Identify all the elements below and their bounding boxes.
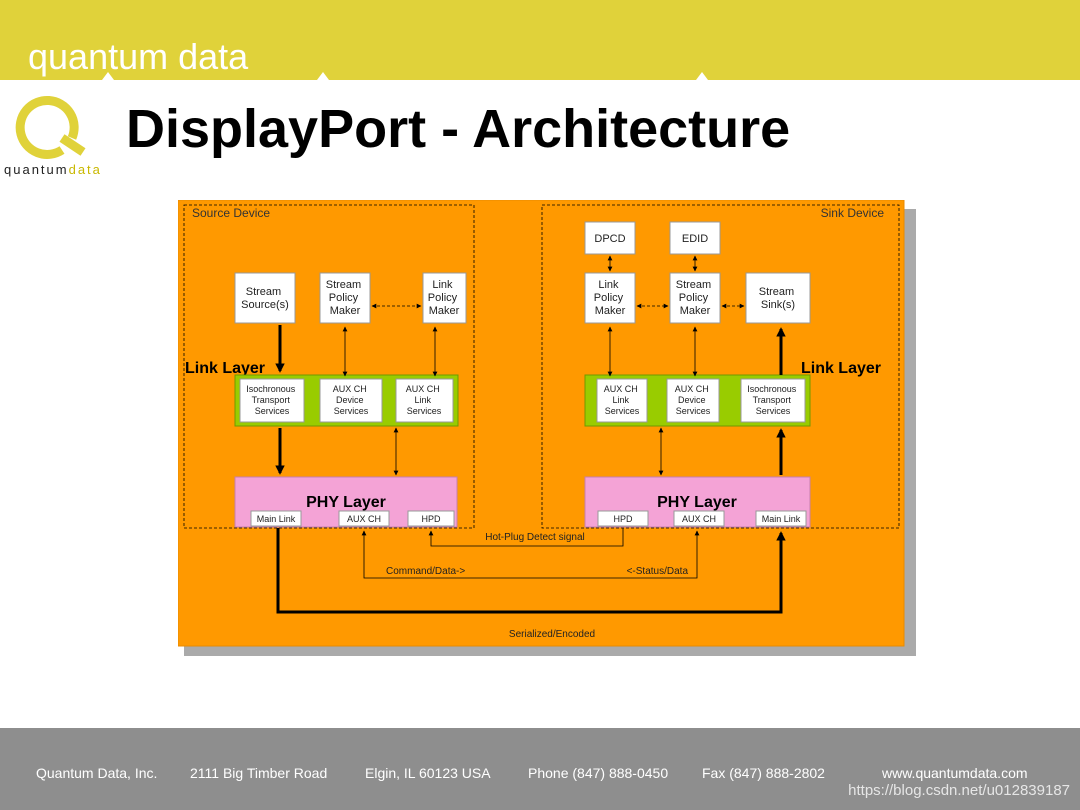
sink-link-policy-maker-box (584, 272, 636, 324)
main-link-line (276, 528, 786, 614)
page-title: DisplayPort - Architecture (126, 99, 791, 159)
source-aux-ch-label: AUX CH (347, 514, 381, 524)
source-phy-layer-label: PHY Layer (306, 494, 386, 511)
source-stream-policy-maker-box (319, 272, 371, 324)
serialized-encoded-label: Serialized/Encoded (509, 629, 595, 640)
source-hpd-label: HPD (421, 514, 441, 524)
footer-phone: Phone (847) 888-0450 (528, 765, 669, 781)
sink-iso-transport-box (740, 378, 806, 423)
stream-sink-label: Stream Sink(s) (759, 286, 798, 311)
footer-fax: Fax (847) 888-2802 (702, 765, 825, 781)
sink-aux-link-box (596, 378, 648, 423)
source-aux-device-box (319, 378, 383, 423)
quantum-data-logo (15, 96, 86, 159)
footer-city: Elgin, IL 60123 USA (365, 765, 491, 781)
sink-hpd-label: HPD (613, 514, 633, 524)
logo-wordmark: quantumdata (4, 162, 102, 177)
header-notch (102, 72, 114, 80)
command-data-label: Command/Data-> (386, 566, 465, 577)
stream-sink-box (745, 272, 811, 324)
source-aux-link-label: AUX CH Link Services (406, 384, 443, 416)
status-data-label: <-Status/Data (627, 566, 689, 577)
footer-company: Quantum Data, Inc. (36, 765, 158, 781)
source-hpd-box (407, 510, 455, 527)
sink-stream-policy-maker-box (669, 272, 721, 324)
source-link-policy-maker-label: Link Policy Maker (428, 279, 460, 317)
edid-label: EDID (682, 233, 708, 245)
sink-stream-policy-maker-label: Stream Policy Maker (676, 279, 715, 317)
sink-aux-ch-label: AUX CH (682, 514, 716, 524)
sink-aux-device-label: AUX CH Device Services (675, 384, 712, 416)
brand-text: quantum data (28, 36, 249, 77)
hot-plug-signal-label: Hot-Plug Detect signal (485, 532, 585, 543)
source-link-layer-label: Link Layer (185, 360, 265, 377)
footer-website[interactable]: www.quantumdata.com (882, 765, 1028, 781)
header-bar: quantum data (0, 0, 1080, 80)
sink-main-link-box (755, 510, 807, 527)
sink-aux-link-label: AUX CH Link Services (604, 384, 641, 416)
stream-source-label: Stream Source(s) (241, 286, 289, 311)
sink-aux-ch-box (673, 510, 725, 527)
source-aux-device-label: AUX CH Device Services (333, 384, 370, 416)
sink-aux-device-box (666, 378, 720, 423)
footer-bar: Quantum Data, Inc. 2111 Big Timber Road … (0, 728, 1080, 810)
source-aux-link-box (395, 378, 454, 423)
source-aux-ch-box (338, 510, 390, 527)
source-iso-transport-label: Isochronous Transport Services (246, 384, 298, 416)
architecture-diagram: Source Device Sink Device Stream Source(… (178, 200, 916, 656)
header-notch (696, 72, 708, 80)
sink-link-policy-maker-label: Link Policy Maker (594, 279, 626, 317)
source-iso-transport-box (239, 378, 305, 423)
sink-link-layer-label: Link Layer (801, 360, 881, 377)
sink-device-label: Sink Device (821, 206, 885, 220)
source-main-link-box (250, 510, 302, 527)
source-link-policy-maker-box (422, 272, 467, 324)
sink-iso-transport-label: Isochronous Transport Services (747, 384, 799, 416)
source-device-frame (183, 204, 475, 529)
edid-box (669, 221, 721, 255)
dpcd-box (584, 221, 636, 255)
footer-address: 2111 Big Timber Road (190, 765, 328, 781)
aux-channel-line (361, 530, 700, 579)
watermark-url: https://blog.csdn.net/u012839187 (848, 782, 1070, 799)
sink-hpd-box (597, 510, 649, 527)
header-notch (317, 72, 329, 80)
source-main-link-label: Main Link (257, 514, 296, 524)
stream-source-box (234, 272, 296, 324)
source-stream-policy-maker-label: Stream Policy Maker (326, 279, 365, 317)
sink-phy-layer-label: PHY Layer (657, 494, 737, 511)
sink-main-link-label: Main Link (762, 514, 801, 524)
source-device-label: Source Device (192, 206, 270, 220)
hot-plug-signal-line (428, 528, 624, 547)
dpcd-label: DPCD (594, 233, 625, 245)
